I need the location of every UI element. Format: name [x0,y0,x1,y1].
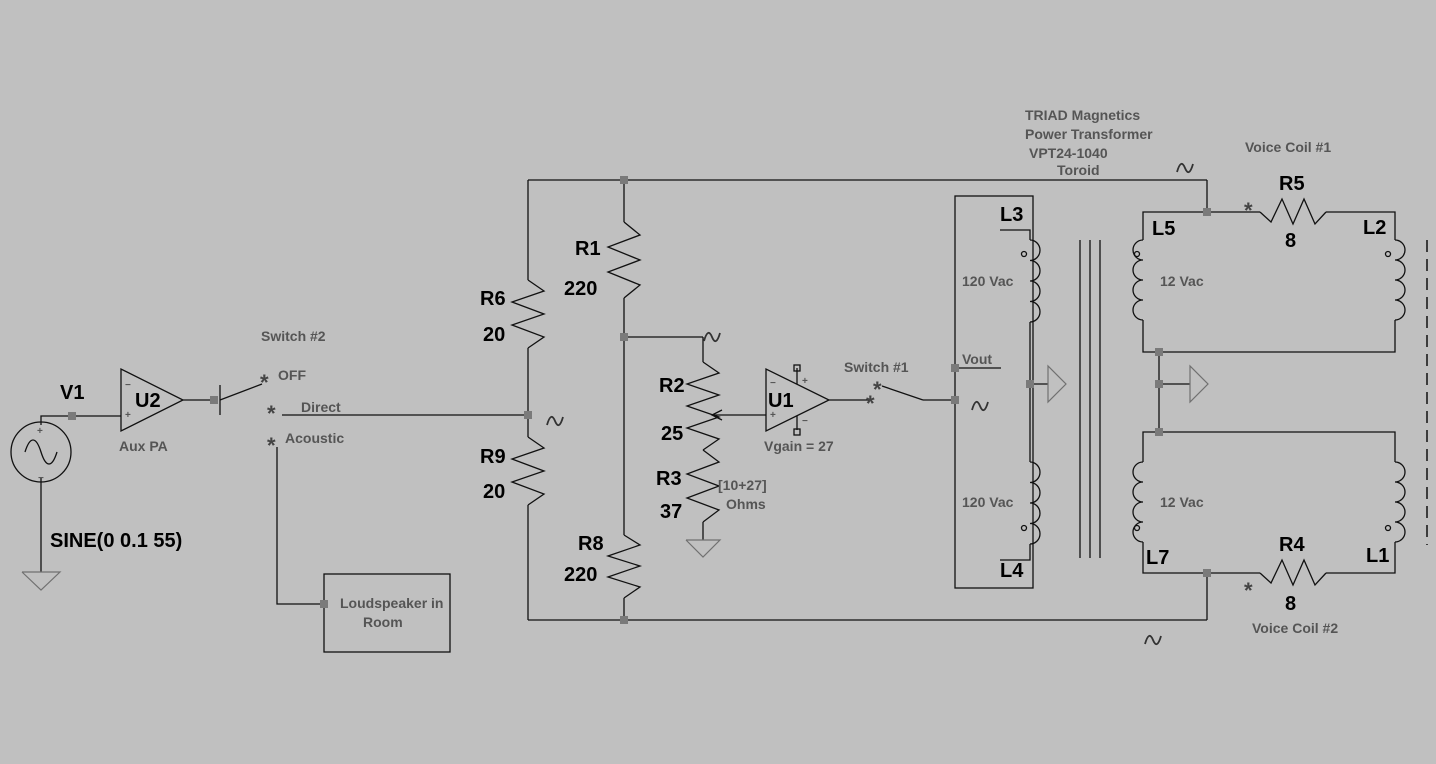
primary-voltage-bottom: 120 Vac [962,494,1014,510]
switch2-direct-star: * [267,401,276,426]
inductor-l4 [1020,461,1041,545]
r3-note-line2: Ohms [726,496,766,512]
probe-markers [546,162,1194,646]
switch2-off-star: * [260,370,269,395]
resistor-r9: R9 20 [480,436,546,506]
switch-2: Switch #2 * OFF * Direct * Acoustic [260,328,344,458]
transformer-line3: VPT24-1040 [1029,145,1108,161]
voice-coil-1-label: Voice Coil #1 [1245,139,1331,155]
transformer-line4: Toroid [1057,162,1100,178]
r1-value: 220 [564,278,597,300]
transformer-core [1079,240,1101,558]
r5-value: 8 [1285,230,1296,252]
sine-probe-icon [546,415,564,427]
transformer-primary-box: Vout 120 Vac 120 Vac L3 L4 [954,195,1034,589]
switch1-title: Switch #1 [844,359,909,375]
voice-coil-2-label: Voice Coil #2 [1252,620,1338,636]
r9-label: R9 [480,446,506,468]
resistor-r6: R6 20 [480,279,546,349]
ground-icon [21,571,62,591]
sine-source-v1: + − V1 SINE(0 0.1 55) [10,382,182,552]
v1-label: V1 [60,382,84,404]
r5-polarity-star: * [1244,198,1253,223]
l1-label: L1 [1366,545,1389,567]
u2-minus-sign: − [125,380,131,391]
ground-icon [685,539,722,558]
sine-probe-icon [1176,162,1194,174]
v1-plus-sign: + [37,426,43,437]
voice-coil-2: R4 8 * Voice Coil #2 [1244,534,1338,636]
voice-coil-1: Voice Coil #1 R5 8 * [1244,139,1331,252]
switch-1: Switch #1 * * [844,359,909,416]
potentiometer-r2: R2 25 [659,361,723,451]
loudspeaker-line1: Loudspeaker in [340,595,443,611]
sine-probe-icon [703,331,721,343]
r6-value: 20 [483,324,505,346]
r3-label: R3 [656,468,682,490]
junctions [68,176,1211,624]
l4-label: L4 [1000,560,1024,582]
switch2-acoustic-label: Acoustic [285,430,344,446]
r8-value: 220 [564,564,597,586]
inductor-l3 [1020,239,1041,323]
r8-label: R8 [578,533,604,555]
r6-label: R6 [480,288,506,310]
r3-value: 37 [660,501,682,523]
wires [40,179,1396,621]
u1-plus-sign: + [770,410,776,421]
inductor-l1: L1 [1366,461,1406,567]
u2-caption: Aux PA [119,438,168,454]
vout-label: Vout [962,351,992,367]
ground-icon [1047,364,1067,404]
aux-pa-u2: − + U2 Aux PA [119,367,185,454]
resistor-r8: R8 220 [564,533,643,599]
r4-polarity-star: * [1244,578,1253,603]
l7-label: L7 [1146,547,1169,569]
r9-value: 20 [483,481,505,503]
loudspeaker-in-room: Loudspeaker in Room [323,573,451,653]
v1-value: SINE(0 0.1 55) [50,530,182,552]
gain-amp-u1: + − − + U1 Vgain = 27 [764,364,834,454]
u1-caption: Vgain = 27 [764,438,834,454]
transformer-line2: Power Transformer [1025,126,1153,142]
u2-label: U2 [135,390,161,412]
r2-value: 25 [661,423,683,445]
r5-label: R5 [1279,173,1305,195]
switch2-off-label: OFF [278,367,306,383]
sine-probe-icon [1144,634,1162,646]
secondary-voltage-top: 12 Vac [1160,273,1204,289]
r4-label: R4 [1279,534,1305,556]
switch1-star-top: * [873,377,882,402]
u2-plus-sign: + [125,410,131,421]
r2-label: R2 [659,375,685,397]
resistor-r1: R1 220 [564,221,642,300]
l5-label: L5 [1152,218,1175,240]
primary-voltage-top: 120 Vac [962,273,1014,289]
l3-label: L3 [1000,204,1023,226]
r1-label: R1 [575,238,601,260]
v1-minus-sign: − [38,473,44,484]
sine-probe-icon [971,400,989,412]
l2-label: L2 [1363,217,1386,239]
inductor-l7: L7 12 Vac [1132,461,1204,569]
inductor-l5: L5 12 Vac [1132,218,1204,321]
u1-minus-sign: − [770,378,776,389]
transformer-caption: TRIAD Magnetics Power Transformer VPT24-… [1025,107,1153,178]
secondary-voltage-bottom: 12 Vac [1160,494,1204,510]
switch2-acoustic-star: * [267,433,276,458]
u1-supply-minus: − [802,416,808,427]
switch1-star-bottom: * [866,391,875,416]
r3-note-line1: [10+27] [718,477,767,493]
u1-label: U1 [768,390,794,412]
r4-value: 8 [1285,593,1296,615]
transformer-line1: TRIAD Magnetics [1025,107,1140,123]
resistor-r3: R3 37 [10+27] Ohms [656,449,767,523]
switch2-direct-label: Direct [301,399,341,415]
u1-supply-plus: + [802,376,808,387]
inductor-l2: L2 [1363,217,1406,321]
ground-icon [1189,364,1209,404]
switch2-title: Switch #2 [261,328,326,344]
loudspeaker-line2: Room [363,614,403,630]
